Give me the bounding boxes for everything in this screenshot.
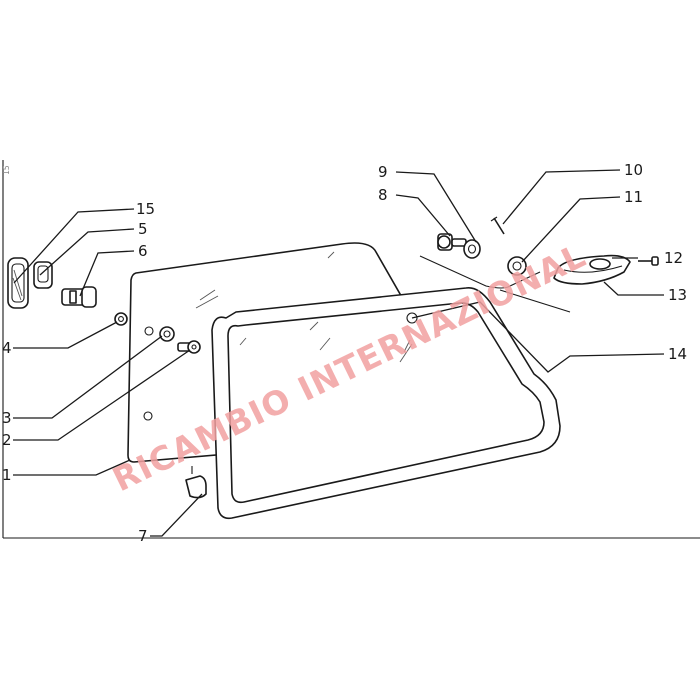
label-8: 8 xyxy=(378,186,388,204)
pin xyxy=(490,216,505,235)
label-11: 11 xyxy=(624,188,643,206)
small-screw xyxy=(638,256,659,266)
leader-lines xyxy=(13,169,665,537)
glass-mount-hole xyxy=(406,312,418,324)
label-15: 15 xyxy=(136,200,155,218)
label-14: 14 xyxy=(668,345,687,363)
label-1: 1 xyxy=(2,466,12,484)
label-2: 2 xyxy=(2,431,12,449)
corner-mark: 15 xyxy=(2,165,11,175)
diagram-frame xyxy=(2,160,700,539)
screw xyxy=(177,340,201,354)
label-6: 6 xyxy=(138,242,148,260)
hinge-bracket xyxy=(419,255,571,313)
latch xyxy=(61,286,97,308)
label-12: 12 xyxy=(664,249,683,267)
label-7: 7 xyxy=(138,527,148,545)
bezel xyxy=(7,257,29,309)
part-labels: 15 5 6 4 3 2 1 7 8 9 10 11 12 13 14 xyxy=(2,161,687,545)
window-seal xyxy=(211,286,561,520)
label-10: 10 xyxy=(624,161,643,179)
label-5: 5 xyxy=(138,220,148,238)
label-9: 9 xyxy=(378,163,388,181)
nut xyxy=(114,312,128,326)
washer xyxy=(159,326,175,342)
hinge-bolt xyxy=(437,233,467,251)
label-3: 3 xyxy=(2,409,12,427)
hinge-cover xyxy=(553,254,631,285)
bushing xyxy=(507,256,527,276)
label-4: 4 xyxy=(2,339,12,357)
hinge-washer xyxy=(463,239,481,259)
clip xyxy=(185,475,207,499)
label-13: 13 xyxy=(668,286,687,304)
